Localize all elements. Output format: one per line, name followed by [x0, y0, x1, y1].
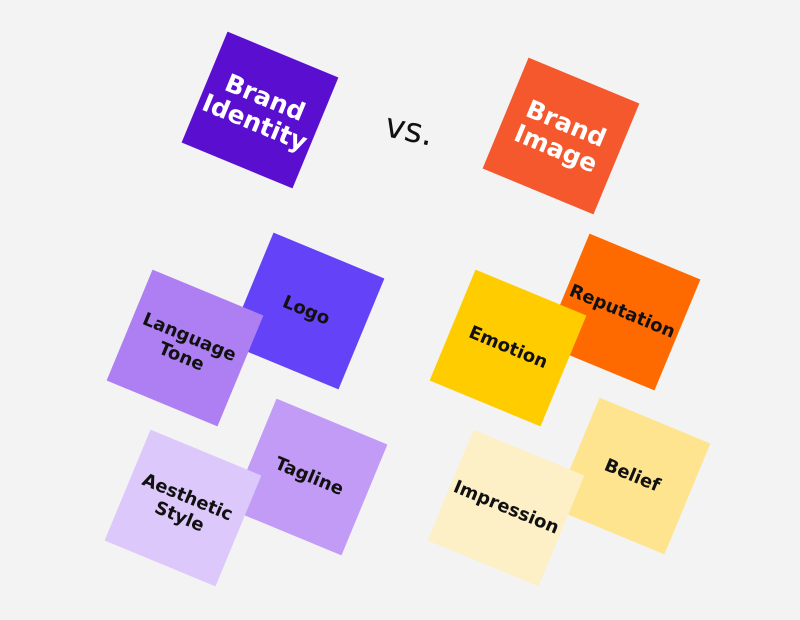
brand-identity-card: Brand Identity [181, 31, 339, 189]
tagline-label: Tagline [271, 452, 347, 500]
logo-label: Logo [279, 291, 334, 330]
brand-identity-label: Brand Identity [198, 67, 312, 158]
emotion-card: Emotion [429, 269, 587, 427]
brand-image-card: Brand Image [482, 57, 640, 215]
vs-label: vs. [381, 105, 438, 155]
belief-label: Belief [601, 454, 664, 497]
emotion-label: Emotion [465, 321, 551, 373]
impression-card: Impression [427, 429, 585, 587]
language-tone-card: Language Tone [106, 269, 264, 427]
brand-image-label: Brand Image [510, 93, 611, 179]
language-tone-label: Language Tone [139, 308, 240, 376]
aesthetic-style-card: Aesthetic Style [104, 429, 262, 587]
impression-label: Impression [450, 476, 563, 539]
reputation-label: Reputation [566, 279, 679, 343]
aesthetic-style-label: Aesthetic Style [138, 469, 236, 537]
